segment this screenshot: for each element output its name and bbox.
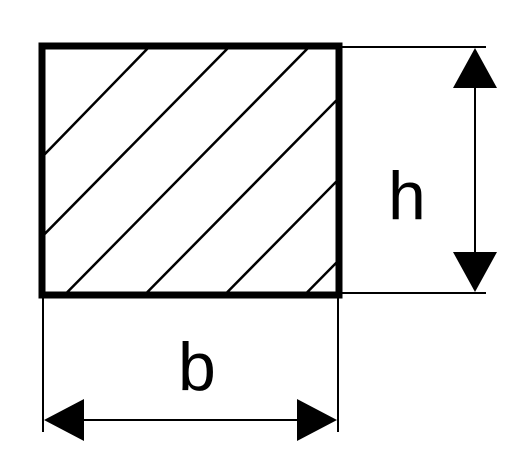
hatch-line: [62, 46, 311, 295]
hatch-line: [222, 177, 339, 295]
height-arrow-bottom: [453, 252, 497, 292]
height-label: h: [388, 158, 426, 234]
hatch-line: [142, 95, 339, 295]
width-arrow-left: [44, 399, 84, 441]
section-hatching: [42, 46, 339, 295]
width-dimension: [42, 295, 339, 441]
width-arrow-right: [297, 399, 337, 441]
hatch-line: [302, 258, 339, 295]
hatch-line: [42, 46, 151, 159]
hatch-line: [42, 46, 231, 239]
height-dimension: [339, 46, 497, 294]
section-outline: [38, 42, 343, 299]
height-arrow-top: [453, 48, 497, 88]
width-label: b: [178, 329, 216, 405]
